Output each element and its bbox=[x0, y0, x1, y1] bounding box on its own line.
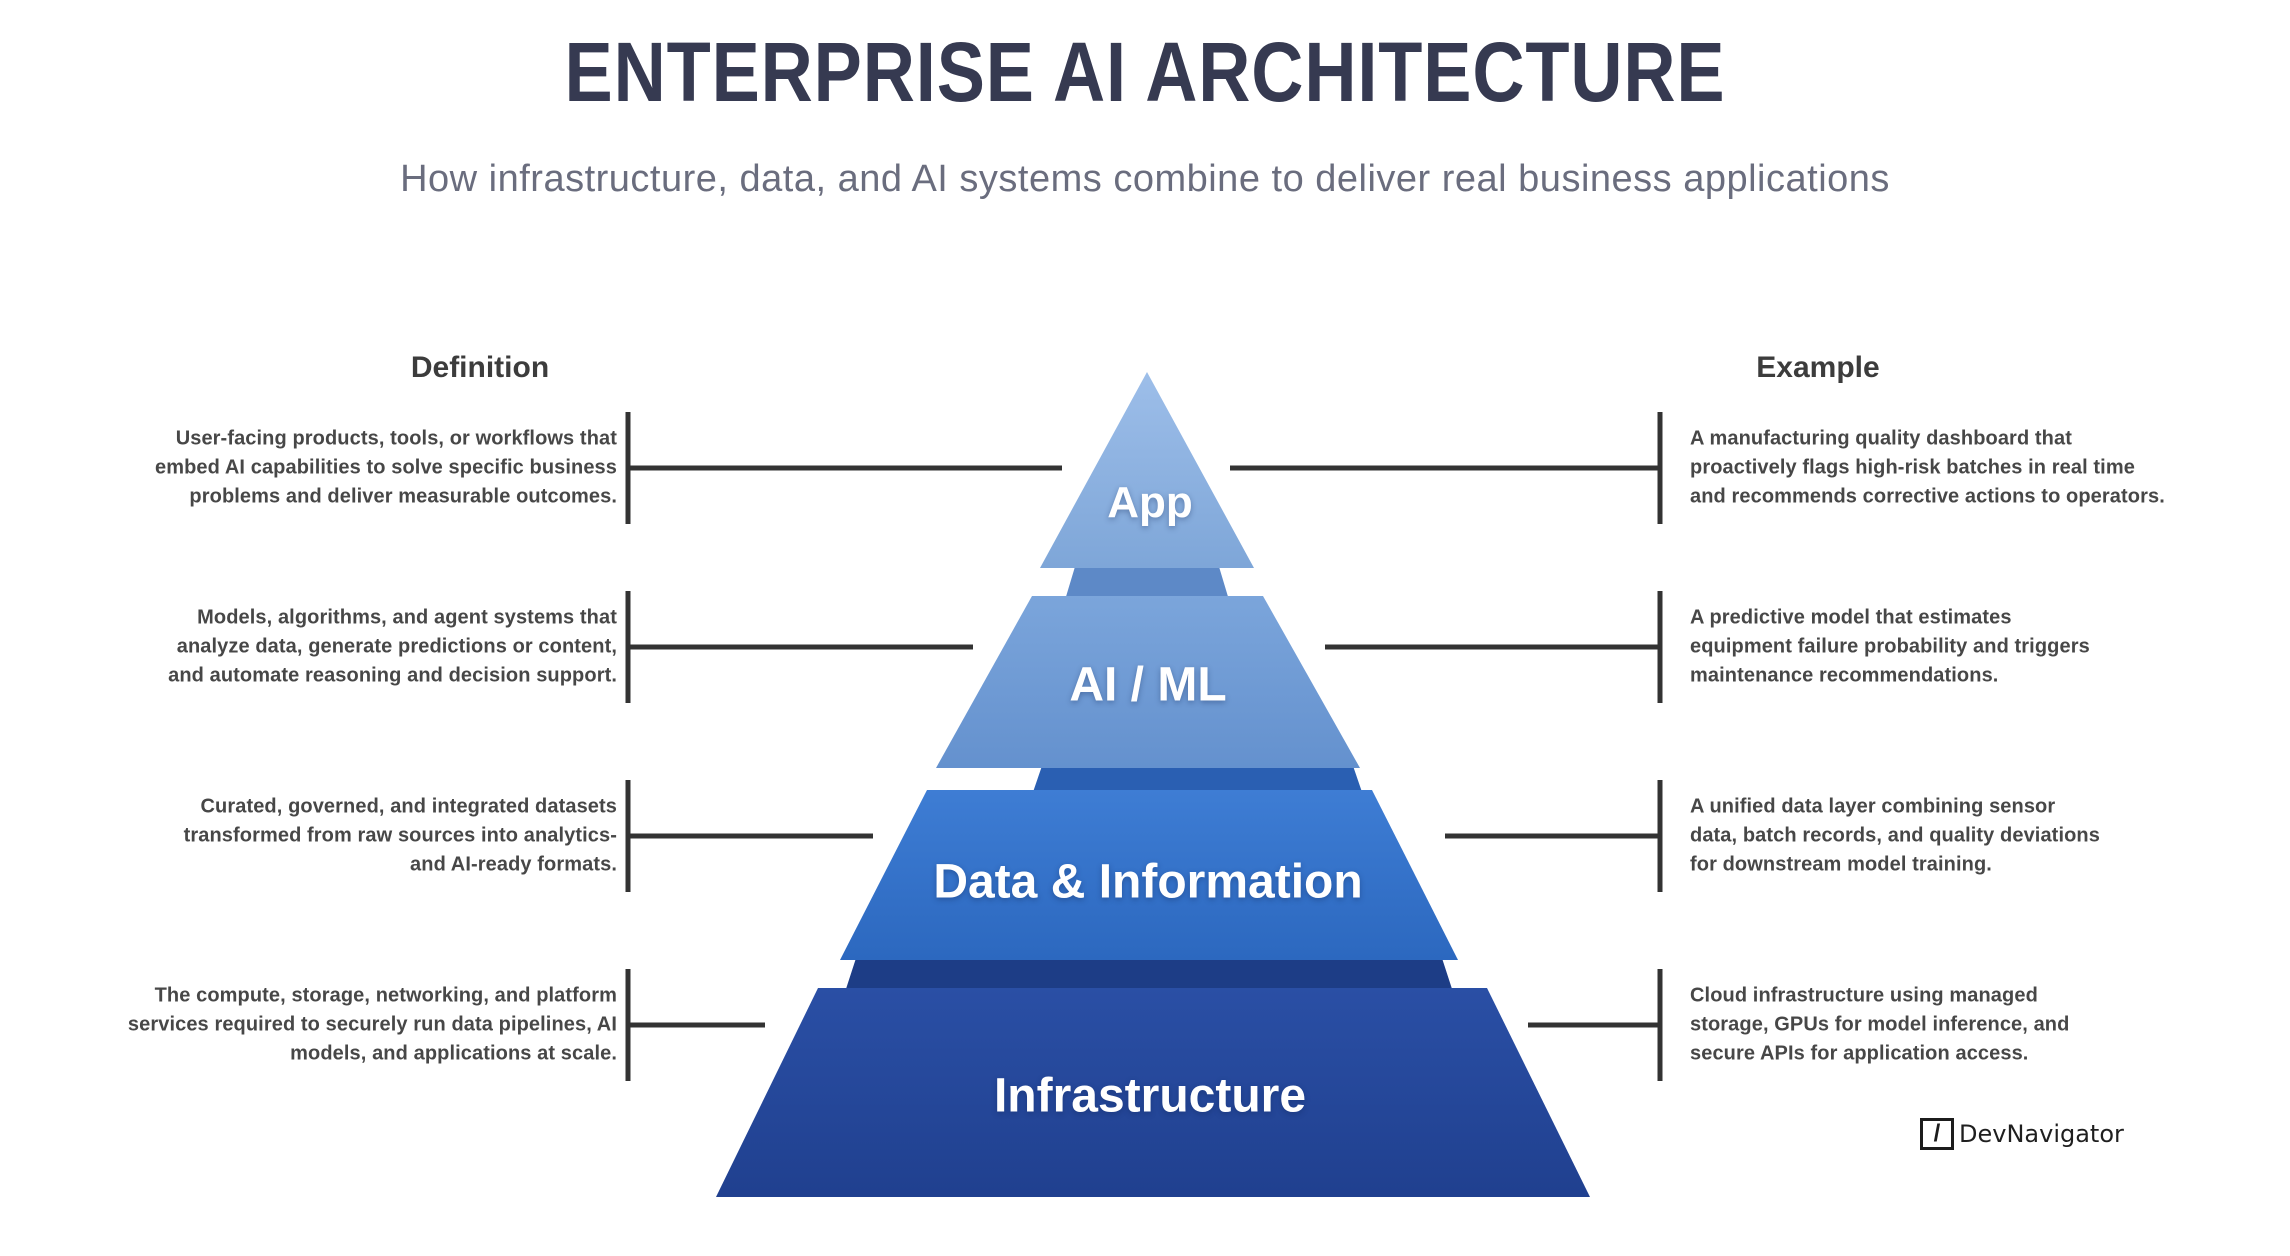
pyramid-neck-app-aiml bbox=[1065, 560, 1229, 600]
pyramid-layer-data bbox=[840, 790, 1458, 960]
example-column-heading: Example bbox=[1756, 351, 1880, 384]
slash-square-icon: / bbox=[1920, 1118, 1954, 1150]
example-text-app: A manufacturing quality dashboard that p… bbox=[1690, 427, 2165, 508]
pyramid-label-data: Data & Information bbox=[933, 855, 1363, 909]
pyramid-label-infrastructure: Infrastructure bbox=[993, 1069, 1307, 1123]
pyramid-layer-app bbox=[1040, 372, 1254, 568]
pyramid-label-aiml: AI / ML bbox=[1069, 658, 1227, 712]
connector-lines bbox=[625, 412, 1663, 1081]
definition-text-aiml: Models, algorithms, and agent systems th… bbox=[168, 606, 617, 687]
pyramid-neck-aiml-data bbox=[1032, 760, 1363, 795]
pyramid-label-app: App bbox=[1107, 478, 1193, 527]
example-text-infrastructure: Cloud infrastructure using managed stora… bbox=[1690, 984, 2070, 1065]
definition-text-app: User-facing products, tools, or workflow… bbox=[155, 427, 617, 508]
brand-logo: / DevNavigator bbox=[1920, 1118, 2124, 1150]
example-text-aiml: A predictive model that estimates equipm… bbox=[1690, 606, 2090, 687]
definition-text-infrastructure: The compute, storage, networking, and pl… bbox=[127, 984, 617, 1065]
definition-column-heading: Definition bbox=[410, 351, 550, 384]
pyramid-layer-aiml bbox=[936, 596, 1360, 768]
definition-text-data: Curated, governed, and integrated datase… bbox=[183, 795, 617, 876]
example-text-data: A unified data layer combining sensor da… bbox=[1690, 795, 2100, 876]
page-subtitle: How infrastructure, data, and AI systems… bbox=[400, 158, 1890, 200]
pyramid-neck-data-infra bbox=[845, 952, 1453, 992]
page-title: ENTERPRISE AI ARCHITECTURE bbox=[564, 25, 1726, 119]
brand-name: DevNavigator bbox=[1959, 1120, 2124, 1148]
slash-glyph: / bbox=[1933, 1120, 1941, 1147]
pyramid-layer-infrastructure bbox=[716, 988, 1590, 1197]
